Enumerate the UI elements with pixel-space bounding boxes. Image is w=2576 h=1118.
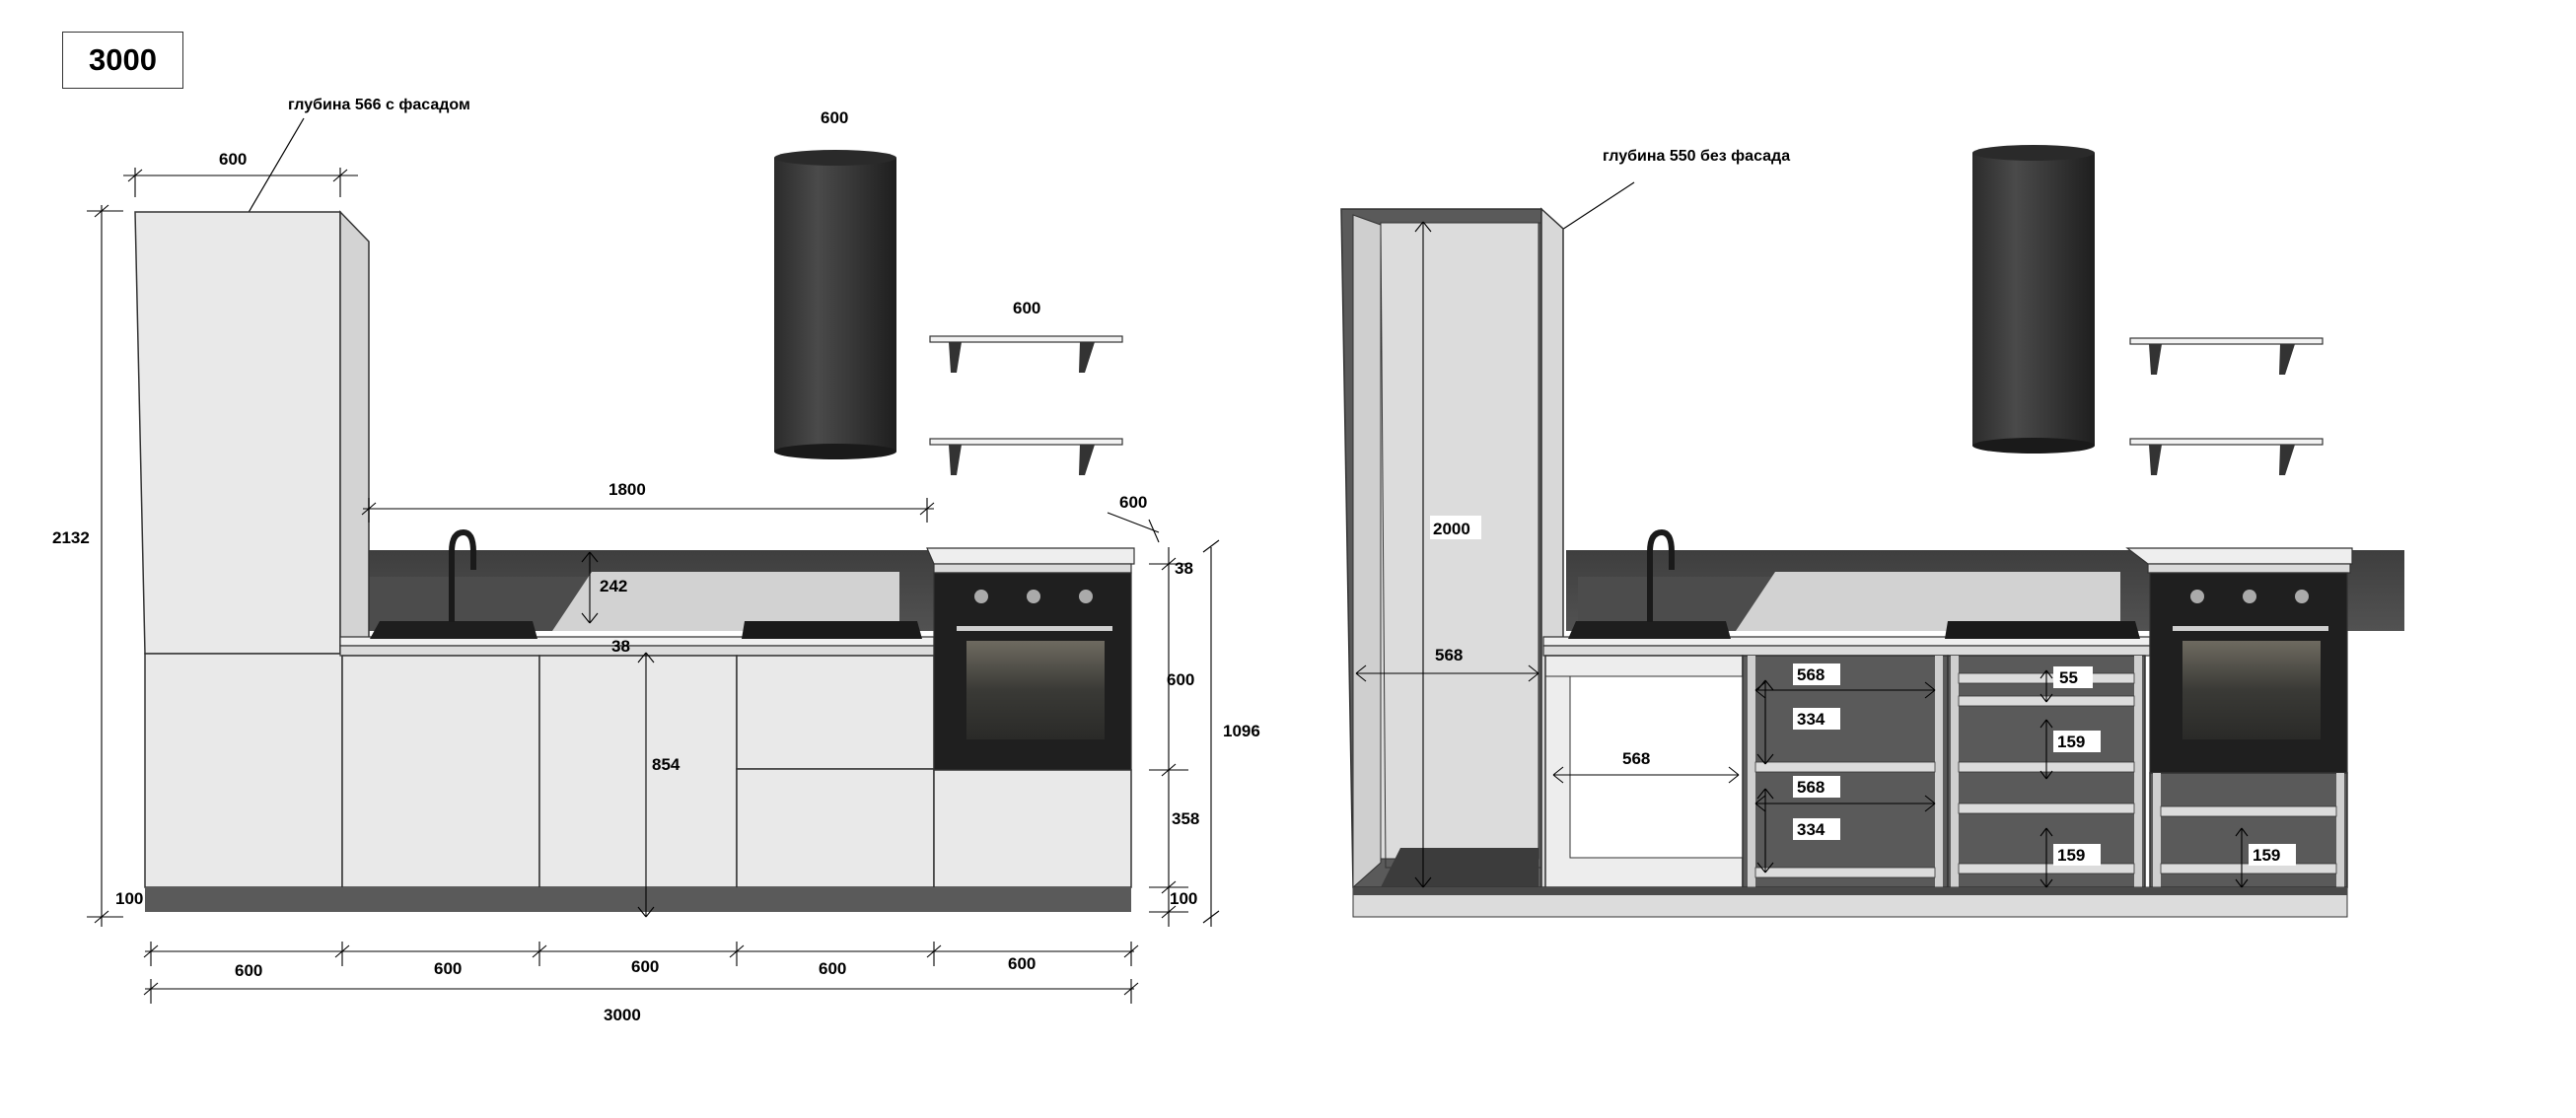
left-view: глубина 566 с фасадом	[52, 97, 1260, 1024]
oven-column-top	[926, 547, 1135, 565]
dim-tall-inner-width: 568	[1435, 646, 1463, 664]
left-dim-lines	[87, 168, 1220, 1004]
right-hood	[1972, 145, 2095, 454]
left-shelf-bottom	[929, 438, 1123, 475]
left-shelf-top	[929, 335, 1123, 373]
dim-tall-inner-height: 2000	[1433, 520, 1470, 538]
dim-base-height: 854	[652, 755, 680, 774]
left-sink	[370, 621, 537, 639]
dim-plinth-left: 100	[115, 889, 143, 908]
oven-column-counter	[933, 563, 1132, 574]
dim-oven-plinth-159: 159	[2253, 846, 2280, 865]
right-view: глубина 550 без фасада	[1340, 145, 2404, 918]
dim-overall-width: 3000	[604, 1006, 641, 1024]
dim-bottom-width-3: 600	[631, 957, 659, 976]
dim-hood-width: 600	[821, 108, 848, 127]
right-label-backgrounds	[1430, 516, 2296, 866]
dim-drawer-height-top: 334	[1797, 710, 1825, 729]
right-shelf-top	[2129, 337, 2324, 375]
base-drawer-top	[736, 655, 935, 770]
dim-bottom-width-1: 600	[235, 961, 262, 980]
oven-knob-icon	[2190, 590, 2204, 603]
dim-shelf-159-a: 159	[2057, 733, 2085, 751]
dim-plinth-right: 100	[1170, 889, 1197, 908]
left-faucet	[449, 528, 476, 622]
dim-bottom-width-4: 600	[819, 959, 846, 978]
tall-cabinet-side	[339, 210, 370, 655]
dim-sink-inner-width: 568	[1622, 749, 1650, 768]
dim-top-span: 1800	[608, 480, 646, 499]
oven-knob-icon	[2243, 590, 2256, 603]
oven-lower-carcass	[2149, 772, 2348, 888]
base-cabinet-2	[538, 655, 738, 888]
dim-countertop: 38	[611, 637, 630, 656]
right-shelf-bottom	[2129, 438, 2324, 475]
oven-window	[966, 641, 1105, 739]
dim-drawer-height-bottom: 334	[1797, 820, 1825, 839]
dim-drawer-width-top: 568	[1797, 665, 1825, 684]
title-box: 3000	[62, 32, 183, 89]
dim-lower-box: 358	[1172, 809, 1199, 828]
right-oven-window	[2182, 641, 2321, 739]
tall-cabinet-lower	[144, 653, 343, 888]
dim-backsplash: 242	[600, 577, 627, 595]
oven-knob-icon	[974, 590, 988, 603]
right-wall-highlight	[1736, 572, 2120, 631]
dim-right-countertop: 38	[1175, 559, 1193, 578]
oven-knob-icon	[1027, 590, 1040, 603]
left-depth-note: глубина 566 с фасадом	[288, 97, 470, 113]
right-oven-column-top	[2125, 547, 2353, 565]
dim-tall-width: 600	[219, 150, 247, 169]
right-dim-lines	[1355, 221, 2249, 888]
sink-carcass	[1544, 655, 1744, 888]
tall-cabinet-upper	[134, 211, 341, 655]
base-drawer-bottom	[736, 768, 935, 888]
dim-drawer-width-bottom: 568	[1797, 778, 1825, 797]
dim-shelf-width: 600	[1013, 299, 1040, 317]
dim-oven-height: 600	[1167, 670, 1194, 689]
drawer-carcass	[1742, 655, 1949, 888]
right-depth-note: глубина 550 без фасада	[1603, 148, 1790, 165]
dim-shelf-159-b: 159	[2057, 846, 2085, 865]
right-cooktop	[1945, 621, 2140, 639]
right-countertop-edge	[1542, 645, 2151, 657]
oven-knob-icon	[2295, 590, 2309, 603]
left-wall-highlight	[552, 572, 899, 631]
left-cooktop	[742, 621, 922, 639]
dim-bottom-width-5: 600	[1008, 954, 1036, 973]
dim-right-total: 1096	[1223, 722, 1260, 740]
right-faucet	[1647, 528, 1675, 622]
tall-carcass	[1340, 207, 1564, 889]
right-sink	[1568, 621, 1731, 639]
dim-bottom-width-2: 600	[434, 959, 462, 978]
dim-shelf-55: 55	[2059, 668, 2078, 687]
dim-oven-depth: 600	[1119, 493, 1147, 512]
left-hood	[774, 150, 896, 459]
left-plinth	[145, 887, 1131, 912]
left-countertop-edge	[339, 645, 935, 657]
title-label: 3000	[89, 42, 157, 77]
base-cabinet-1	[341, 655, 540, 888]
oven-knob-icon	[1079, 590, 1093, 603]
oven-lower-box	[933, 769, 1132, 888]
dim-total-height: 2132	[52, 528, 90, 547]
oven-handle	[957, 626, 1112, 631]
